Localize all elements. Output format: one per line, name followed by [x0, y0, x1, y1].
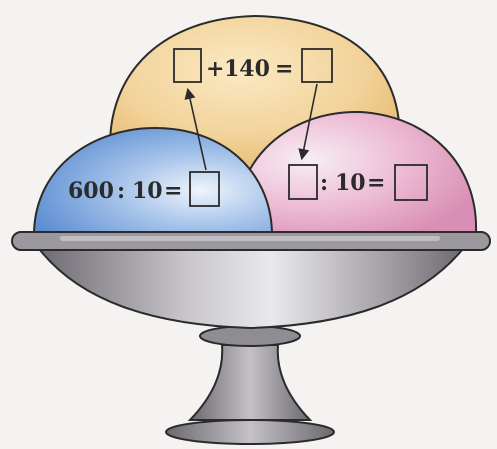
equation-top-number: 140 [224, 56, 270, 82]
equation-right-equals: = [367, 170, 385, 196]
bowl-rim-highlight [60, 236, 440, 241]
equation-right-divisor: 10 [335, 170, 366, 196]
equation-top-operator: + [206, 56, 224, 82]
equation-left-equals: = [164, 178, 182, 204]
bowl-basin [40, 250, 462, 328]
equation-top-equals: = [275, 56, 293, 82]
bowl-foot [166, 420, 334, 444]
equation-left-operator: : [117, 178, 125, 204]
equation-left-number: 600 [68, 178, 114, 204]
equation-right-operator: : [320, 170, 328, 196]
bowl [40, 250, 462, 444]
bowl-stem [190, 345, 310, 420]
equation-left-divisor: 10 [132, 178, 163, 204]
